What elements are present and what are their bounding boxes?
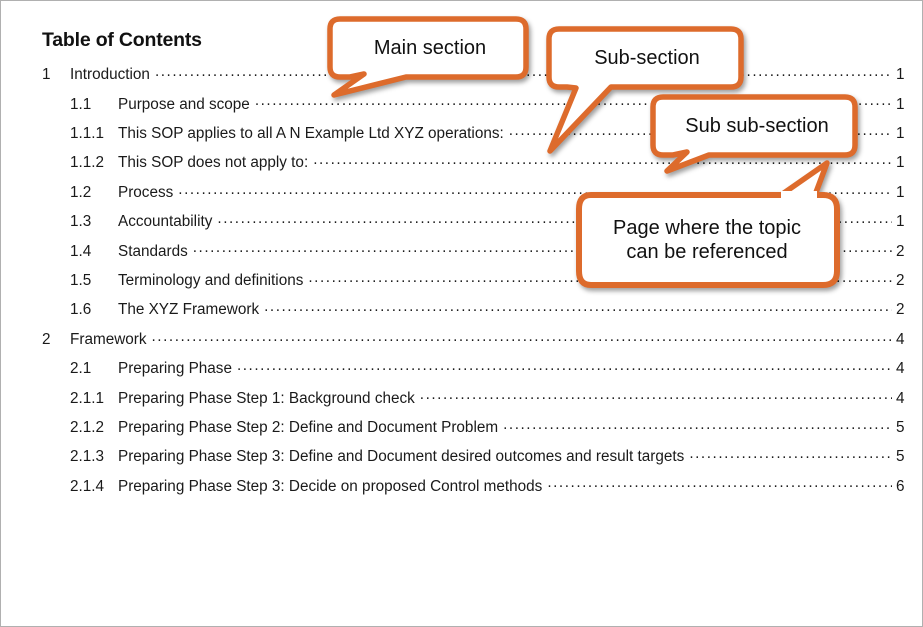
toc-entry-number: 1.1.1: [70, 125, 105, 143]
toc-entry-number: 1.1: [70, 95, 92, 113]
toc-entry-page: 1: [896, 183, 905, 201]
toc-entry-page: 1: [896, 95, 905, 113]
toc-entry-number: 1.1.2: [70, 154, 105, 172]
toc-entry-number: 2.1.1: [70, 389, 105, 407]
toc-entry-label[interactable]: Purpose and scope: [118, 95, 250, 113]
toc-entry[interactable]: 2.1 Preparing Phase 4: [1, 358, 922, 387]
toc-entry-label[interactable]: Process: [118, 183, 174, 201]
toc-entry-number: 2.1: [70, 360, 92, 378]
toc-entry[interactable]: 1.6 The XYZ Framework 2: [1, 299, 922, 328]
dot-leader: [152, 329, 893, 344]
toc-entry-number: 1.4: [70, 242, 92, 260]
dot-leader: [547, 475, 892, 490]
toc-entry-page: 1: [896, 66, 905, 84]
toc-entry-page: 4: [896, 360, 905, 378]
toc-entry-page: 4: [896, 330, 905, 348]
toc-entry-number: 2: [42, 330, 51, 348]
dot-leader: [503, 417, 892, 432]
toc-entry-page: 4: [896, 389, 905, 407]
toc-entry-number: 1.6: [70, 301, 92, 319]
toc-entry[interactable]: 2.1.4 Preparing Phase Step 3: Decide on …: [1, 475, 922, 504]
toc-entry-page: 1: [896, 154, 905, 172]
toc-entry-label[interactable]: Terminology and definitions: [118, 272, 304, 290]
toc-entry-page: 2: [896, 272, 905, 290]
toc-entry-label[interactable]: Preparing Phase Step 3: Define and Docum…: [118, 448, 685, 466]
dot-leader: [420, 387, 892, 402]
toc-entry-page: 5: [896, 418, 905, 436]
toc-entry-label[interactable]: The XYZ Framework: [118, 301, 260, 319]
toc-entry-page: 1: [896, 213, 905, 231]
dot-leader: [689, 446, 892, 461]
toc-entry-page: 2: [896, 242, 905, 260]
toc-entry-number: 1.5: [70, 272, 92, 290]
toc-entry[interactable]: 2.1.1 Preparing Phase Step 1: Background…: [1, 387, 922, 416]
toc-entry-label[interactable]: This SOP does not apply to:: [118, 154, 309, 172]
toc-entry-label[interactable]: Framework: [70, 330, 147, 348]
toc-entry-page: 6: [896, 477, 905, 495]
toc-entry-label[interactable]: This SOP applies to all A N Example Ltd …: [118, 125, 504, 143]
toc-entry-number: 2.1.2: [70, 418, 105, 436]
toc-entry-page: 5: [896, 448, 905, 466]
toc-entry-number: 1.2: [70, 183, 92, 201]
toc-entry-page: 1: [896, 125, 905, 143]
toc-entry-label[interactable]: Accountability: [118, 213, 213, 231]
toc-entry-page: 2: [896, 301, 905, 319]
toc-entry-label[interactable]: Preparing Phase: [118, 360, 232, 378]
toc-entry-label[interactable]: Preparing Phase Step 2: Define and Docum…: [118, 418, 499, 436]
toc-entry-label[interactable]: Introduction: [70, 66, 150, 84]
toc-entry-number: 1.3: [70, 213, 92, 231]
dot-leader: [237, 358, 892, 373]
dot-leader: [264, 299, 892, 314]
toc-entry-label[interactable]: Standards: [118, 242, 188, 260]
callout-main-section[interactable]: Main section: [326, 15, 546, 98]
toc-entry[interactable]: 2.1.3 Preparing Phase Step 3: Define and…: [1, 446, 922, 475]
toc-entry[interactable]: 2.1.2 Preparing Phase Step 2: Define and…: [1, 417, 922, 446]
toc-entry-number: 2.1.4: [70, 477, 105, 495]
callout-page-reference[interactable]: Page where the topic can be referenced: [575, 159, 853, 289]
toc-entry-number: 1: [42, 66, 51, 84]
toc-entry-number: 2.1.3: [70, 448, 105, 466]
toc-entry-label[interactable]: Preparing Phase Step 3: Decide on propos…: [118, 477, 543, 495]
toc-entry[interactable]: 2 Framework 4: [1, 329, 922, 358]
toc-entry-label[interactable]: Preparing Phase Step 1: Background check: [118, 389, 415, 407]
page-title: Table of Contents: [42, 29, 202, 51]
